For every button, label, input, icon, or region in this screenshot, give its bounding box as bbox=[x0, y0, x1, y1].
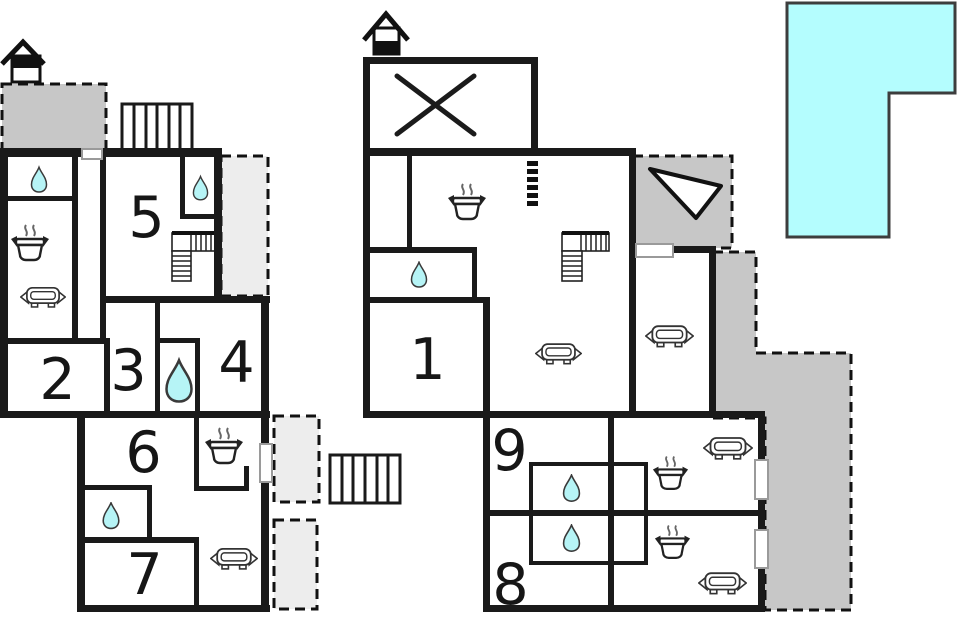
window-room9-east bbox=[754, 459, 769, 500]
steps-hatch-side bbox=[328, 453, 402, 505]
direction-triangle-icon bbox=[648, 167, 723, 220]
x-mark-icon bbox=[394, 73, 477, 137]
water-drop-icon bbox=[562, 524, 581, 552]
window-right-building-north bbox=[635, 243, 674, 258]
sofa-icon bbox=[20, 286, 66, 308]
room-label-1: 1 bbox=[409, 327, 445, 393]
staircase-right-icon bbox=[561, 231, 610, 282]
room-label-8: 8 bbox=[492, 552, 528, 618]
room-label-6: 6 bbox=[125, 420, 161, 486]
chimney-right-icon bbox=[362, 10, 410, 56]
terrace-mid-right bbox=[272, 414, 321, 504]
room-label-7: 7 bbox=[126, 542, 162, 608]
stove-icon bbox=[654, 524, 691, 560]
water-drop-icon bbox=[102, 502, 120, 530]
terrace-dark-lower bbox=[711, 250, 853, 612]
terrace-right-of-room5 bbox=[219, 154, 270, 298]
sofa-icon bbox=[698, 572, 747, 595]
room-label-5: 5 bbox=[128, 185, 164, 251]
sofa-icon bbox=[535, 343, 582, 365]
door-opening-dashes bbox=[527, 161, 538, 206]
pool bbox=[785, 1, 957, 239]
water-drop-icon bbox=[30, 166, 48, 193]
sofa-icon bbox=[210, 547, 258, 570]
room-label-4: 4 bbox=[218, 330, 254, 396]
room-label-2: 2 bbox=[39, 347, 75, 413]
water-drop-icon bbox=[164, 358, 194, 404]
chimney-left-icon bbox=[0, 38, 46, 84]
terrace-low-right bbox=[272, 518, 319, 611]
inner-cabin-outline bbox=[529, 462, 648, 565]
room-label-3: 3 bbox=[110, 338, 146, 404]
water-drop-icon bbox=[192, 175, 209, 201]
window-left-building-east bbox=[259, 443, 273, 483]
water-drop-icon bbox=[562, 474, 581, 502]
stove-icon bbox=[447, 182, 487, 221]
water-drop-icon bbox=[410, 261, 428, 288]
stove-icon bbox=[204, 426, 244, 465]
staircase-left-icon bbox=[171, 231, 220, 282]
sofa-icon bbox=[703, 437, 753, 460]
terrace-top-left bbox=[0, 82, 108, 152]
sofa-icon bbox=[645, 325, 694, 348]
window-top-left bbox=[81, 148, 103, 160]
steps-hatch-top bbox=[120, 102, 194, 154]
stove-icon bbox=[652, 455, 689, 491]
window-room8-east bbox=[754, 529, 769, 569]
room-label-9: 9 bbox=[491, 418, 527, 484]
stove-icon bbox=[10, 223, 50, 262]
